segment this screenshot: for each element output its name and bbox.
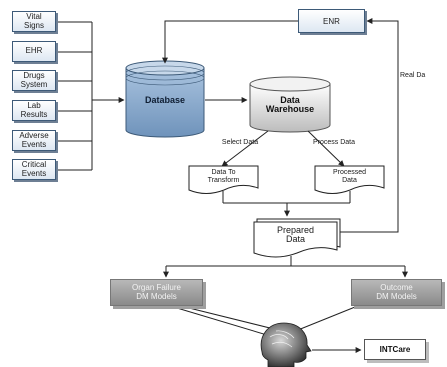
source-critical-events-label: Critical Events (21, 160, 47, 178)
intcare-box: INTCare (364, 339, 426, 360)
enr-box: ENR (298, 9, 365, 33)
data-warehouse-cylinder (249, 76, 331, 133)
source-adverse-events: Adverse Events (12, 130, 56, 151)
prepared-data-doc (253, 218, 341, 258)
source-lab-results: Lab Results (12, 100, 56, 121)
enr-to-database-arrow (162, 20, 298, 64)
source-connectors (58, 21, 125, 171)
real-data-feedback-arrow (338, 18, 399, 233)
process-data-arrow (307, 130, 345, 167)
source-vital-signs-label: Vital Signs (23, 12, 44, 30)
source-adverse-events-label: Adverse Events (19, 131, 49, 149)
source-ehr: EHR (12, 41, 56, 62)
source-drugs-system: Drugs System (12, 70, 56, 91)
data-to-transform-doc (188, 165, 259, 194)
model-connectors (163, 256, 408, 278)
merge-connectors (222, 191, 351, 217)
select-data-arrow (221, 130, 269, 167)
source-vital-signs: Vital Signs (12, 11, 56, 32)
source-ehr-label: EHR (25, 46, 43, 56)
database-cylinder (125, 60, 205, 138)
processed-data-doc (314, 165, 385, 194)
head-profile-icon (260, 322, 312, 367)
organ-failure-model-box: Organ Failure DM Models (110, 279, 203, 306)
source-lab-results-label: Lab Results (20, 101, 48, 119)
outcome-model-box: Outcome DM Models (351, 279, 442, 306)
source-drugs-system-label: Drugs System (20, 71, 48, 89)
models-to-head-arrows (166, 304, 361, 340)
source-critical-events: Critical Events (12, 159, 56, 180)
